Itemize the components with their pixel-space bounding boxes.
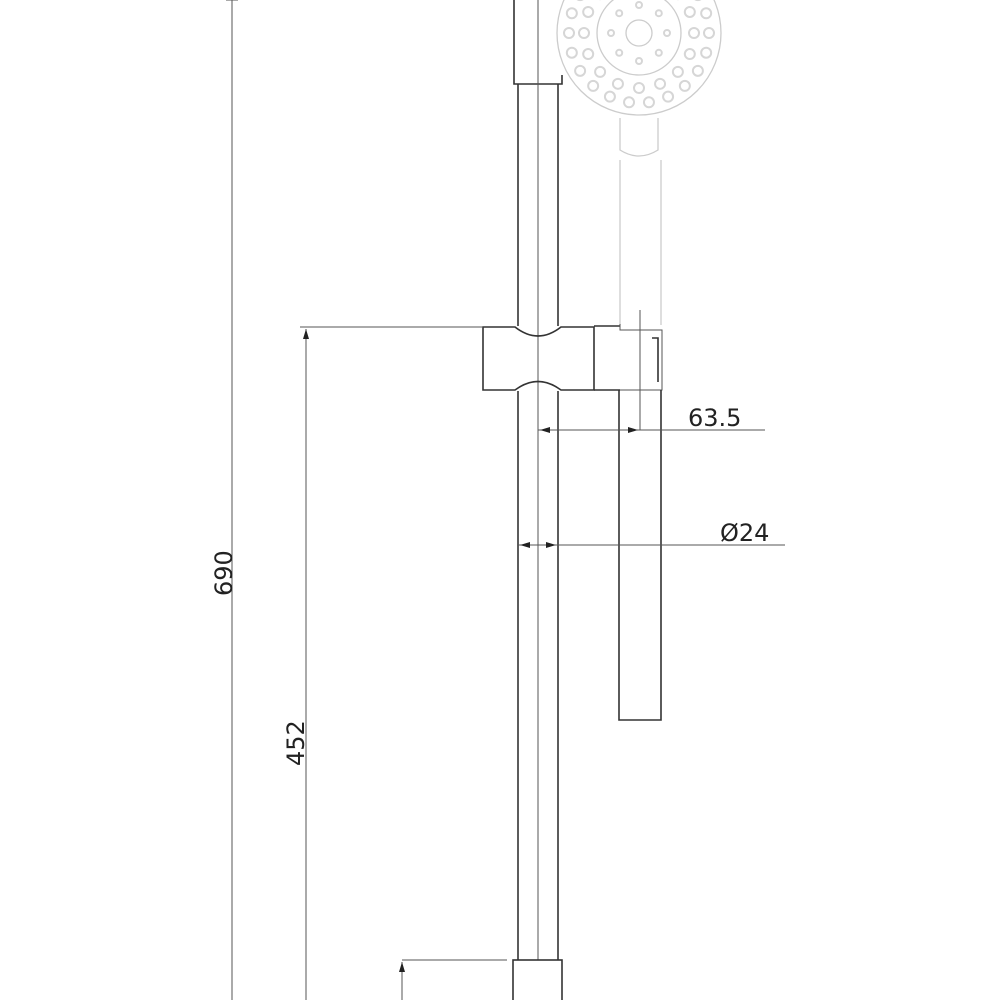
nozzle-dot <box>594 65 607 78</box>
nozzle-dot <box>633 82 645 94</box>
nozzle-dot <box>587 79 600 92</box>
nozzle-dot <box>582 48 595 61</box>
dimension-slider-offset: 63.5 <box>538 310 765 433</box>
nozzle-dot <box>700 7 713 20</box>
dimension-label-452: 452 <box>282 720 310 766</box>
nozzle-dot <box>688 27 700 39</box>
nozzle-dot <box>703 27 715 39</box>
nozzle-dot <box>615 9 624 18</box>
slide-rail <box>512 0 563 1000</box>
nozzle-dot <box>662 90 675 103</box>
dimension-bottom <box>399 959 507 1000</box>
hand-shower-head <box>556 0 722 325</box>
nozzle-dot <box>623 96 636 109</box>
nozzle-dot <box>700 46 713 59</box>
hose <box>618 390 662 721</box>
nozzle-dot <box>635 57 643 65</box>
nozzle-dot <box>565 46 578 59</box>
nozzle-dot <box>691 64 704 77</box>
nozzle-dot <box>578 27 590 39</box>
dimension-overall-height: 690 <box>210 0 238 1000</box>
nozzle-dot <box>654 9 663 18</box>
nozzle-dot <box>607 29 615 37</box>
nozzle-dot <box>663 29 671 37</box>
nozzle-dot <box>611 77 624 90</box>
dimension-label-diameter-24: Ø24 <box>720 519 769 547</box>
nozzle-dot <box>683 48 696 61</box>
nozzle-dot <box>642 96 655 109</box>
nozzle-dot <box>574 64 587 77</box>
nozzle-dot <box>654 48 663 57</box>
nozzle-dot <box>582 5 595 18</box>
nozzle-dot <box>615 48 624 57</box>
nozzle-dot <box>678 79 691 92</box>
slider-bracket <box>482 324 663 391</box>
dimension-rail-diameter: Ø24 <box>518 519 785 548</box>
nozzle-dot <box>565 7 578 20</box>
nozzle-dot <box>563 27 575 39</box>
nozzle-dot <box>654 77 667 90</box>
dimension-label-690: 690 <box>210 550 238 596</box>
nozzle-dot <box>683 5 696 18</box>
nozzle-dot <box>603 90 616 103</box>
dimension-label-63-5: 63.5 <box>688 404 741 432</box>
dimension-slider-height: 452 <box>282 326 483 1000</box>
nozzle-dot <box>635 1 643 9</box>
nozzle-dot <box>671 65 684 78</box>
